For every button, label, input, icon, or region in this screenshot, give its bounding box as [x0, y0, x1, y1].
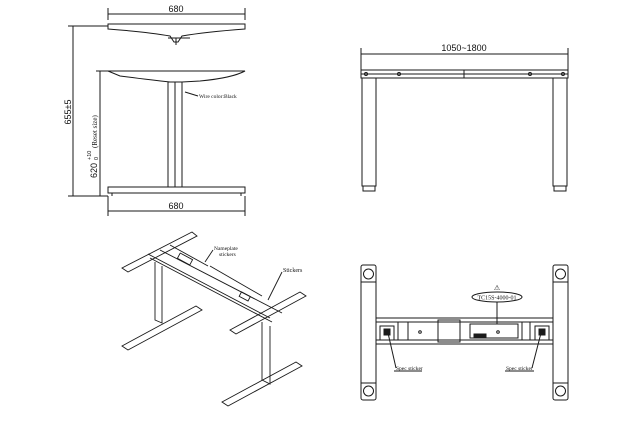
side-tolerance-upper: +10: [87, 151, 93, 160]
stickers-label: Stickers: [283, 268, 303, 274]
spec-sticker-right-label: Spec sticker: [506, 366, 533, 372]
front-width-range-label: 1050~1800: [441, 43, 486, 53]
bottom-view: ⚠ TC15S-4000-01 Spec sticker Spec sticke…: [360, 264, 569, 401]
warning-icon: ⚠: [494, 284, 500, 292]
nameplate-label-line2: stickers: [219, 252, 236, 258]
side-tolerance-lower: 0: [94, 157, 100, 160]
isometric-view: Nameplate stickers Stickers: [121, 231, 307, 407]
spec-sticker-left-label: Spec sticker: [396, 366, 423, 372]
wire-color-note: Wire color:Black: [199, 94, 237, 100]
side-top-width-label: 680: [168, 4, 183, 14]
side-base-width-label: 680: [168, 201, 183, 211]
nameplate-label-line1: Nameplate: [214, 246, 238, 252]
front-view: 1050~1800: [360, 43, 569, 192]
side-reset-height-label: 620: [89, 163, 99, 178]
side-total-height-label: 655±5: [63, 100, 73, 125]
model-number-label: TC15S-4000-01: [478, 296, 517, 302]
side-reset-note: (Reset size): [91, 114, 99, 148]
side-view: 680 Wire color:Black 655±5 620 +10 0 (Re…: [63, 4, 246, 216]
